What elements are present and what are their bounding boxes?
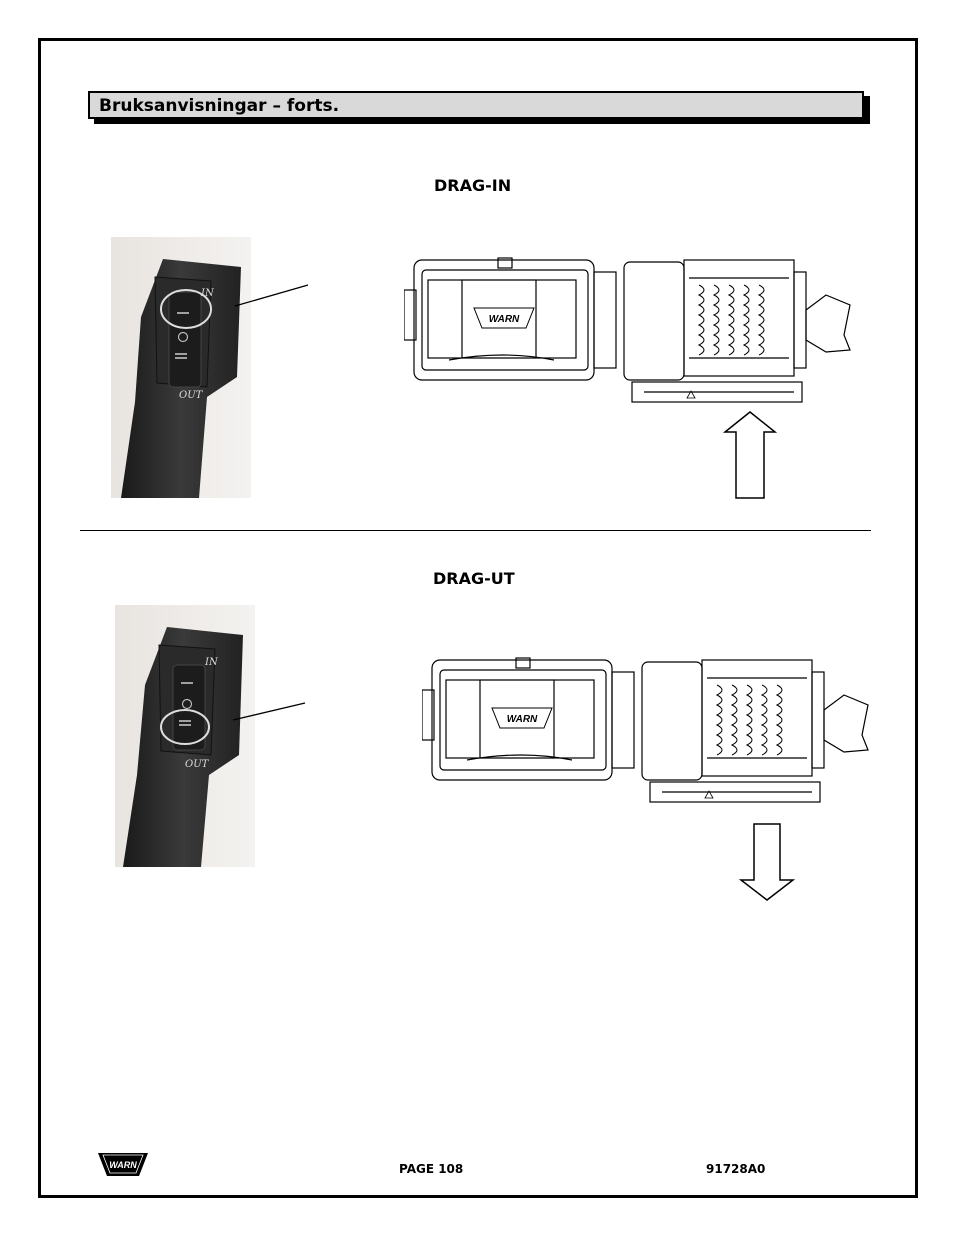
winch-logo-text: WARN (507, 714, 538, 725)
page-frame (38, 38, 918, 1198)
label-out: OUT (179, 390, 204, 401)
winch-drawing-out: WARN (422, 657, 869, 803)
callout-line-out (232, 702, 306, 721)
footer-page-number: PAGE 108 (399, 1162, 464, 1176)
heading-drag-ut: DRAG-UT (433, 569, 515, 588)
heading-drag-in: DRAG-IN (434, 176, 512, 195)
footer-logo-text: WARN (109, 1160, 137, 1170)
label-in: IN (200, 288, 215, 299)
callout-line-in (234, 284, 309, 307)
arrow-up-icon (722, 411, 778, 499)
footer-doc-number: 91728A0 (706, 1162, 766, 1176)
label-in: IN (204, 657, 219, 668)
remote-control-photo-out: IN OUT (115, 605, 255, 867)
warn-logo-icon: WARN (98, 1153, 148, 1176)
winch-drawing-in: WARN (404, 257, 851, 403)
section-title: Bruksanvisningar – forts. (99, 96, 340, 116)
section-header: Bruksanvisningar – forts. (88, 91, 864, 119)
winch-logo-text: WARN (489, 314, 520, 325)
remote-control-photo-in: IN OUT (111, 237, 251, 498)
arrow-down-icon (738, 823, 796, 901)
section-divider (80, 530, 871, 531)
label-out: OUT (185, 759, 210, 770)
